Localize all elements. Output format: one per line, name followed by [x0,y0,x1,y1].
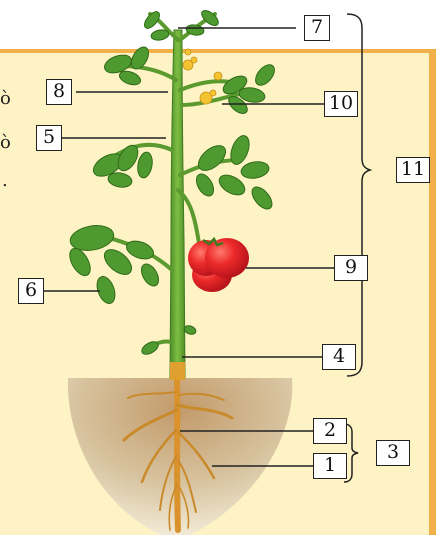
label-box-10: 10 [324,91,358,117]
cropped-text-3: . [2,170,8,191]
label-box-3: 3 [376,440,410,466]
stem-base [170,362,185,380]
label-box-9: 9 [334,255,368,281]
label-box-8: 8 [46,79,72,105]
label-box-6: 6 [18,278,44,304]
label-box-1: 1 [313,453,347,479]
cropped-text-2: ò [0,132,11,153]
label-box-7: 7 [304,15,330,41]
cropped-text-1: ò [0,88,11,109]
label-box-5: 5 [36,125,62,151]
label-box-4: 4 [322,344,356,370]
label-box-2: 2 [313,418,347,444]
label-box-11: 11 [396,157,430,183]
